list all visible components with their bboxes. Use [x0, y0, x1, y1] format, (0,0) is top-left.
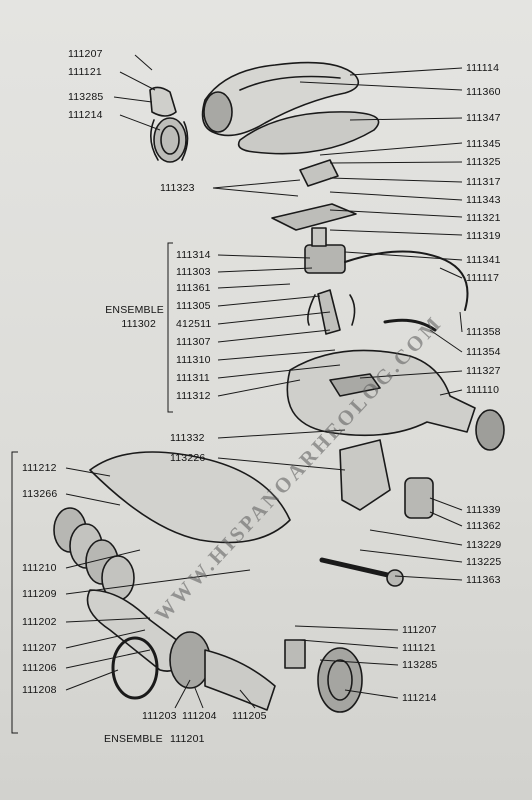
label-111341: 111341 — [466, 254, 501, 266]
label-111204: 111204 — [182, 710, 217, 722]
label-111121-top: 111121 — [68, 66, 102, 78]
label-111117: 111117 — [466, 272, 500, 284]
label-111205: 111205 — [232, 710, 267, 722]
label-111110: 111110 — [466, 384, 500, 396]
label-111305: 111305 — [176, 300, 211, 312]
clip-111354 — [383, 318, 437, 332]
label-111121-bottom: 111121 — [402, 642, 436, 654]
carb-body-113226 — [339, 439, 391, 511]
label-113285-bottom: 113285 — [402, 659, 438, 671]
label-111363: 111363 — [466, 574, 501, 586]
label-111362: 111362 — [466, 520, 501, 532]
ring-111208 — [111, 636, 159, 700]
label-113285-top: 113285 — [68, 91, 104, 103]
label-113266: 113266 — [22, 488, 58, 500]
label-111319: 111319 — [466, 230, 501, 242]
label-111361: 111361 — [176, 282, 211, 294]
label-111208: 111208 — [22, 684, 57, 696]
label-111321: 111321 — [466, 212, 501, 224]
label-111314: 111314 — [176, 249, 211, 261]
label-111347: 111347 — [466, 112, 501, 124]
label-111207-bottom: 111207 — [402, 624, 437, 636]
label-111312: 111312 — [176, 390, 211, 402]
label-111203: 111203 — [142, 710, 177, 722]
spanner-111363 — [319, 557, 395, 579]
duct-111114 — [201, 61, 360, 137]
label-111332: 111332 — [170, 432, 205, 444]
leader-lines — [11, 54, 463, 734]
label-111207-top: 111207 — [68, 48, 103, 60]
label-111214-bottom: 111214 — [402, 692, 437, 704]
label-113225: 113225 — [466, 556, 502, 568]
label-111360: 111360 — [466, 86, 501, 98]
strap-111212 — [89, 451, 291, 544]
label-113226: 113226 — [170, 452, 206, 464]
label-111325: 111325 — [466, 156, 501, 168]
top-left-hose-assembly — [149, 86, 189, 163]
label-111317: 111317 — [466, 176, 501, 188]
plate-111321 — [271, 203, 357, 231]
ensemble-label-upper: ENSEMBLE — [105, 304, 164, 316]
label-113229: 113229 — [466, 539, 502, 551]
bracket-111325 — [299, 159, 339, 187]
label-111114: 111114 — [466, 62, 500, 74]
carburettor-111314 — [304, 227, 356, 335]
shroud-111347 — [237, 111, 380, 155]
label-111207-lower-left: 111207 — [22, 642, 57, 654]
label-111339: 111339 — [466, 504, 501, 516]
flex-hose-111210 — [53, 507, 135, 601]
cable-111117 — [344, 250, 469, 311]
label-111358: 111358 — [466, 326, 501, 338]
pipe-111205 — [204, 649, 276, 711]
label-111206: 111206 — [22, 662, 57, 674]
label-111310: 111310 — [176, 354, 211, 366]
bottom-right-hose-assembly — [284, 639, 363, 713]
filter-111339 — [404, 477, 434, 519]
fan-housing-111110 — [286, 349, 505, 451]
ensemble-number-upper: 111302 — [121, 318, 156, 330]
label-111343: 111343 — [466, 194, 501, 206]
label-111214-top: 111214 — [68, 109, 103, 121]
label-111209: 111209 — [22, 588, 57, 600]
ensemble-number-lower: 111201 — [170, 733, 205, 745]
label-111311: 111311 — [176, 372, 210, 384]
label-111210: 111210 — [22, 562, 57, 574]
label-111303: 111303 — [176, 266, 211, 278]
ensemble-label-lower: ENSEMBLE — [104, 733, 163, 745]
label-111202: 111202 — [22, 616, 57, 628]
label-111212: 111212 — [22, 462, 57, 474]
label-111327: 111327 — [466, 365, 501, 377]
label-111345: 111345 — [466, 138, 501, 150]
label-412511: 412511 — [176, 318, 212, 330]
label-111307: 111307 — [176, 336, 211, 348]
label-111354: 111354 — [466, 346, 501, 358]
label-111323: 111323 — [160, 182, 195, 194]
fan-111204 — [169, 631, 211, 689]
